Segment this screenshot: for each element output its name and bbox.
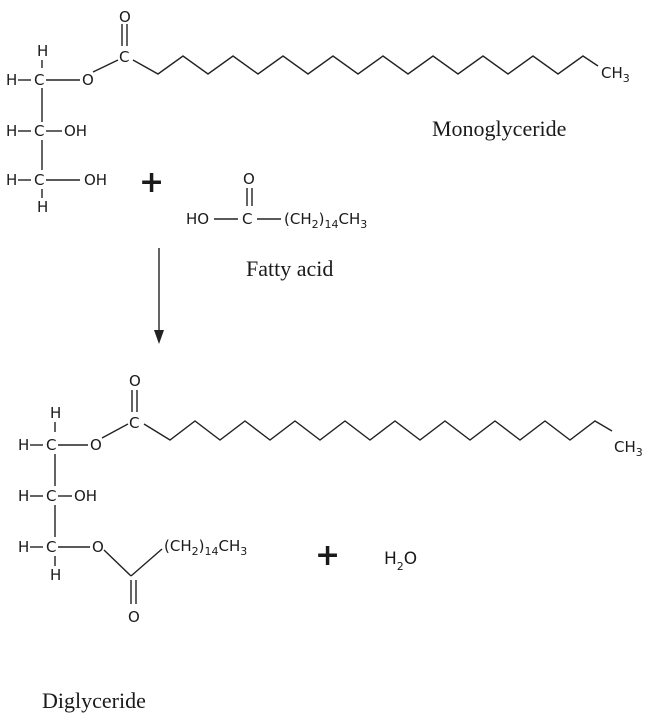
bond [92, 59, 119, 73]
atom-h: H [6, 171, 17, 189]
atom-o-ester: O [82, 71, 94, 89]
atom-h: H [6, 122, 17, 140]
monoglyceride-structure: H H C O H C OH H C OH H C O CH3 Monoglyc… [6, 8, 630, 216]
reaction-arrow [154, 248, 164, 344]
hydrocarbon-chain [132, 55, 599, 75]
atom-o-carbonyl: O [129, 372, 141, 390]
atom-c1: C [34, 71, 44, 89]
atom-o-ester: O [90, 436, 102, 454]
atom-ch3: CH3 [614, 438, 643, 459]
label-fatty-acid: Fatty acid [246, 256, 333, 281]
atom-h-bottom: H [37, 198, 48, 216]
atom-c-acid: C [242, 210, 252, 228]
atom-h-bottom: H [50, 566, 61, 584]
diglyceride-structure: H H C O H C OH H C O H C O CH3 O (C [18, 372, 643, 713]
label-monoglyceride: Monoglyceride [432, 116, 566, 141]
atom-ch3: CH3 [601, 64, 630, 85]
atom-c2: C [34, 122, 44, 140]
atom-c1: C [46, 436, 56, 454]
atom-oh: OH [84, 171, 107, 189]
water-molecule: H2O [384, 549, 417, 573]
atom-c3: C [46, 538, 56, 556]
plus-sign: + [139, 165, 164, 200]
bond [130, 548, 163, 577]
label-diglyceride: Diglyceride [42, 688, 146, 713]
plus-sign: + [315, 538, 340, 573]
atom-o-acid: O [243, 170, 255, 188]
arrow-head [154, 330, 164, 344]
acyl-chain-formula: (CH2)14CH3 [164, 537, 247, 558]
atom-h: H [18, 538, 29, 556]
atom-c2: C [46, 487, 56, 505]
atom-c-carbonyl: C [119, 48, 129, 66]
atom-o-carbonyl-2: O [128, 608, 140, 626]
atom-h: H [18, 487, 29, 505]
atom-h-top: H [37, 42, 48, 60]
atom-o-carbonyl: O [119, 8, 131, 26]
atom-c-carbonyl: C [129, 414, 139, 432]
atom-h: H [6, 71, 17, 89]
atom-o-ester-2: O [92, 538, 104, 556]
bond [103, 549, 132, 577]
bond [101, 423, 129, 439]
atom-ho: HO [186, 210, 209, 228]
atom-h: H [18, 436, 29, 454]
acyl-chain-formula: (CH2)14CH3 [284, 210, 367, 231]
atom-oh: OH [74, 487, 97, 505]
fatty-acid-structure: HO C O (CH2)14CH3 Fatty acid [186, 170, 367, 281]
hydrocarbon-chain [143, 420, 613, 441]
atom-oh: OH [64, 122, 87, 140]
atom-h-top: H [50, 404, 61, 422]
atom-c3: C [34, 171, 44, 189]
